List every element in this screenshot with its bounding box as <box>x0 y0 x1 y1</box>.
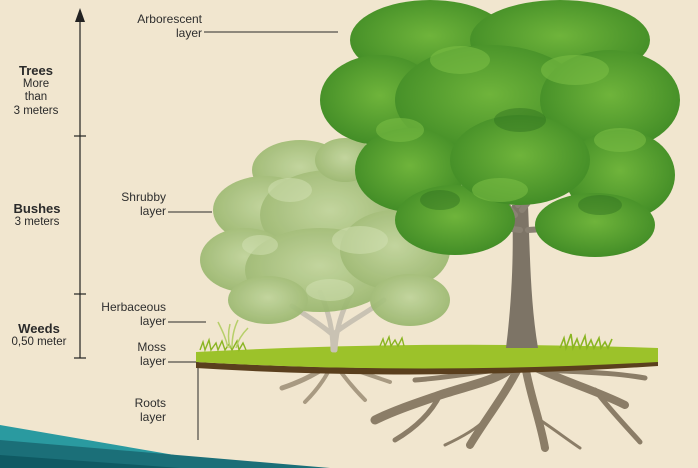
moss-line-1: Moss <box>100 340 166 354</box>
moss-line-2: layer <box>100 354 166 368</box>
roots-line-1: Roots <box>100 396 166 410</box>
category-bushes: Bushes <box>4 202 70 216</box>
shrubby-line-2: layer <box>90 204 166 218</box>
height-label-trees: Trees More than 3 meters <box>6 64 66 118</box>
trees-desc-line-1: More <box>6 78 66 92</box>
shrubby-line-1: Shrubby <box>90 190 166 204</box>
herbaceous-line-2: layer <box>86 314 166 328</box>
layer-label-moss: Moss layer <box>100 340 166 368</box>
layer-label-shrubby: Shrubby layer <box>90 190 166 218</box>
category-weeds: Weeds <box>4 322 74 336</box>
roots-line-2: layer <box>100 410 166 424</box>
layer-label-arborescent: Arborescent layer <box>100 12 202 40</box>
herbaceous-line-1: Herbaceous <box>86 300 166 314</box>
weeds-desc: 0,50 meter <box>4 336 74 350</box>
height-label-weeds: Weeds 0,50 meter <box>4 322 74 349</box>
tree-roots <box>375 365 645 448</box>
arborescent-line-2: layer <box>100 26 202 40</box>
ground-strip <box>196 334 658 375</box>
arborescent-line-1: Arborescent <box>100 12 202 26</box>
layer-label-herbaceous: Herbaceous layer <box>86 300 166 328</box>
layer-label-roots: Roots layer <box>100 396 166 424</box>
trees-desc-line-2: than <box>6 91 66 105</box>
trees-desc-line-3: 3 meters <box>6 105 66 119</box>
category-trees: Trees <box>6 64 66 78</box>
height-axis <box>74 8 86 358</box>
bushes-desc: 3 meters <box>4 216 70 230</box>
height-label-bushes: Bushes 3 meters <box>4 202 70 229</box>
footer-band <box>0 425 330 468</box>
